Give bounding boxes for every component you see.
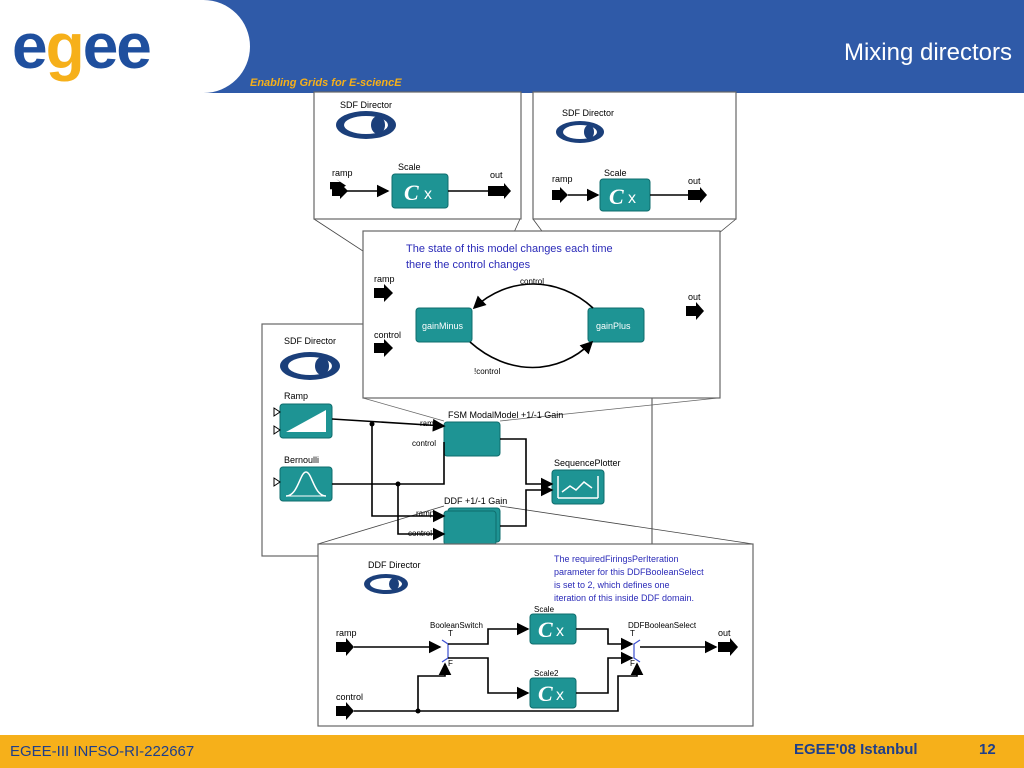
fsm-note-line2: there the control changes — [406, 259, 531, 271]
egee-logo: egee — [12, 10, 152, 82]
transition-top — [472, 283, 594, 310]
scale-actor — [391, 173, 449, 209]
port-label: out — [688, 292, 701, 302]
ddf-note-line: is set to 2, which defines one — [554, 580, 670, 590]
port-label: control — [336, 692, 363, 702]
port-arrow-icon — [688, 187, 707, 203]
port-label: ramp — [336, 628, 357, 638]
port-label: control — [374, 330, 401, 340]
actor-label: Scale — [398, 162, 421, 172]
director-icon — [364, 574, 408, 594]
ramp-icon — [286, 410, 326, 432]
mixing-directors-diagram: SDF Director ramp Scale C x out SDF Dire… — [261, 91, 754, 727]
ddf-panel: DDF Director The requiredFiringsPerItera… — [317, 543, 754, 727]
ddf-boolean-select — [633, 639, 641, 663]
state-gainplus — [587, 307, 645, 343]
svg-text:T: T — [630, 629, 635, 638]
port-label: control — [412, 439, 436, 448]
scale-icon: C — [538, 617, 553, 642]
slide-title: Mixing directors — [843, 39, 1012, 66]
zoom-line — [499, 397, 719, 422]
actor-label: DDFBooleanSelect — [628, 621, 697, 630]
scale-actor — [529, 613, 577, 645]
svg-text:x: x — [556, 623, 564, 640]
director-icon — [280, 352, 340, 380]
actor-label: Scale — [534, 605, 555, 614]
bernoulli-icon — [285, 471, 327, 497]
zoom-line — [499, 505, 754, 545]
footer-event: EGEE'08 Istanbul — [794, 741, 918, 758]
boolean-switch — [441, 639, 449, 663]
svg-text:gainPlus: gainPlus — [596, 321, 631, 331]
svg-text:F: F — [448, 659, 453, 668]
port-label: ramp — [416, 509, 435, 518]
actor-label: FSM ModalModel +1/-1 Gain — [448, 410, 563, 420]
footer-project: EGEE-III INFSO-RI-222667 — [10, 743, 195, 760]
port-arrow-icon — [686, 302, 704, 320]
port-arrow-icon — [374, 339, 393, 357]
page-number: 12 — [979, 741, 996, 758]
ddf-note-line: parameter for this DDFBooleanSelect — [554, 567, 704, 577]
scale-icon: C — [404, 180, 419, 205]
fsm-modalmodel-actor — [443, 421, 501, 457]
transition-label: !control — [474, 367, 500, 376]
zoom-line — [362, 397, 445, 422]
port-label: out — [688, 176, 701, 186]
port-label: ramp — [374, 274, 395, 284]
footer-bar — [0, 735, 1024, 768]
actor-label: Ramp — [284, 391, 308, 401]
transition-label: control — [520, 277, 544, 286]
director-label: SDF Director — [284, 336, 336, 346]
director-icon — [556, 121, 604, 143]
port-arrow-icon — [488, 183, 511, 199]
sdf-main-contents: SDF Director Ramp Bernoulli FSM ModalMod… — [273, 336, 621, 546]
scale2-actor — [529, 677, 577, 709]
scale-icon: C — [609, 184, 624, 209]
scale-icon: C — [538, 681, 553, 706]
port-arrow-icon — [336, 702, 354, 720]
svg-text:x: x — [424, 186, 432, 203]
port-label: out — [490, 170, 503, 180]
scale-actor — [599, 178, 651, 212]
svg-text:gainMinus: gainMinus — [422, 321, 464, 331]
actor-label: Bernoulli — [284, 455, 319, 465]
actor-label: SequencePlotter — [554, 458, 621, 468]
port-label: ramp — [332, 168, 353, 178]
port-label: ramp — [420, 419, 439, 428]
tagline: Enabling Grids for E-sciencE — [250, 77, 402, 89]
svg-text:F: F — [630, 659, 635, 668]
director-label: DDF Director — [368, 560, 421, 570]
port-arrow-icon — [374, 284, 393, 302]
transition-bottom — [469, 340, 594, 369]
svg-text:T: T — [448, 629, 453, 638]
actor-label: BooleanSwitch — [430, 621, 483, 630]
port-arrow-icon — [336, 638, 354, 656]
svg-text:x: x — [628, 190, 636, 207]
port-arrow-icon — [718, 638, 738, 656]
port-label: ramp — [552, 174, 573, 184]
fsm-panel: The state of this model changes each tim… — [362, 230, 721, 399]
state-gainminus — [415, 307, 473, 343]
port-arrow-icon — [332, 183, 348, 199]
sdf-top-left-panel: SDF Director ramp Scale C x out — [313, 91, 522, 220]
ddf-actor — [443, 510, 497, 546]
director-label: SDF Director — [562, 108, 614, 118]
sdf-top-right-panel: SDF Director ramp Scale C x out — [532, 91, 737, 220]
actor-label: Scale2 — [534, 669, 559, 678]
port-arrow-icon — [552, 187, 568, 203]
director-icon — [336, 111, 396, 139]
zoom-line — [317, 505, 445, 545]
port-label: out — [718, 628, 731, 638]
ddf-note-line: The requiredFiringsPerIteration — [554, 554, 679, 564]
director-label: SDF Director — [340, 100, 392, 110]
logo-container: egee — [0, 0, 250, 93]
ddf-note-line: iteration of this inside DDF domain. — [554, 593, 694, 603]
actor-label: Scale — [604, 168, 627, 178]
actor-label: DDF +1/-1 Gain — [444, 496, 507, 506]
plotter-icon — [557, 476, 599, 499]
fsm-note-line1: The state of this model changes each tim… — [406, 243, 613, 255]
svg-text:x: x — [556, 687, 564, 704]
